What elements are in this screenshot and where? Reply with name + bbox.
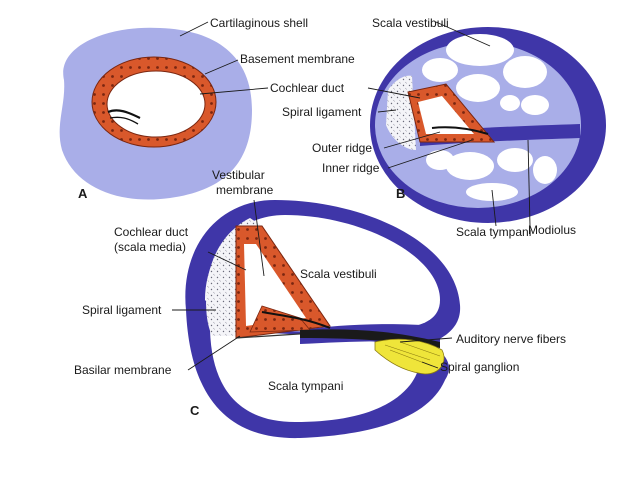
cochlear-duct-c-lumen xyxy=(244,244,306,326)
panel-a-black-strand xyxy=(107,109,141,119)
auditory-nerve-fibers-shape xyxy=(300,329,440,348)
label-auditory-nerve-fibers: Auditory nerve fibers xyxy=(456,332,566,346)
label-modiolus: Modiolus xyxy=(528,223,576,237)
panel-a-diagram xyxy=(59,27,253,200)
label-vestibular-membrane-2: membrane xyxy=(216,183,274,197)
label-scala-tympani-c: Scala tympani xyxy=(268,379,343,393)
label-spiral-ganglion: Spiral ganglion xyxy=(440,360,519,374)
panel-b-diagram xyxy=(370,27,606,223)
panel-label-b: B xyxy=(396,186,405,201)
leader-lines xyxy=(172,21,531,371)
panel-a-black-strand-2 xyxy=(109,116,139,125)
label-outer-ridge: Outer ridge xyxy=(312,141,372,155)
label-inner-ridge: Inner ridge xyxy=(322,161,380,175)
panel-label-a: A xyxy=(78,186,88,201)
label-spiral-ligament-b: Spiral ligament xyxy=(282,105,362,119)
label-cochlear-duct-a: Cochlear duct xyxy=(270,81,345,95)
labels: A B C Cartilaginous shell Basement membr… xyxy=(74,16,576,418)
cochlear-duct-b-lumen xyxy=(418,96,474,134)
label-scala-tympani-b: Scala tympani xyxy=(456,225,531,239)
label-scala-vestibuli-c: Scala vestibuli xyxy=(300,267,377,281)
label-scala-vestibuli-b: Scala vestibuli xyxy=(372,16,449,30)
cochlear-duct-a-lumen xyxy=(106,70,206,138)
scala-tympani-c-space xyxy=(210,330,419,422)
label-vestibular-membrane-1: Vestibular xyxy=(212,168,265,182)
label-basilar-membrane: Basilar membrane xyxy=(74,363,172,377)
label-cochlear-duct-c-1: Cochlear duct xyxy=(114,225,189,239)
label-cochlear-duct-c-2: (scala media) xyxy=(114,240,186,254)
panel-c-diagram xyxy=(185,200,461,439)
scala-vestibuli-b-vacuoles xyxy=(422,34,549,115)
tectorial-strand xyxy=(261,311,331,329)
spiral-ganglion-shape xyxy=(374,338,445,375)
label-basement-membrane: Basement membrane xyxy=(240,52,355,66)
label-spiral-ligament-c: Spiral ligament xyxy=(82,303,162,317)
scala-tympani-b-vacuoles xyxy=(426,148,557,201)
panel-label-c: C xyxy=(190,403,200,418)
label-cartilaginous-shell: Cartilaginous shell xyxy=(210,16,308,30)
panel-b-black-strand xyxy=(431,126,489,135)
